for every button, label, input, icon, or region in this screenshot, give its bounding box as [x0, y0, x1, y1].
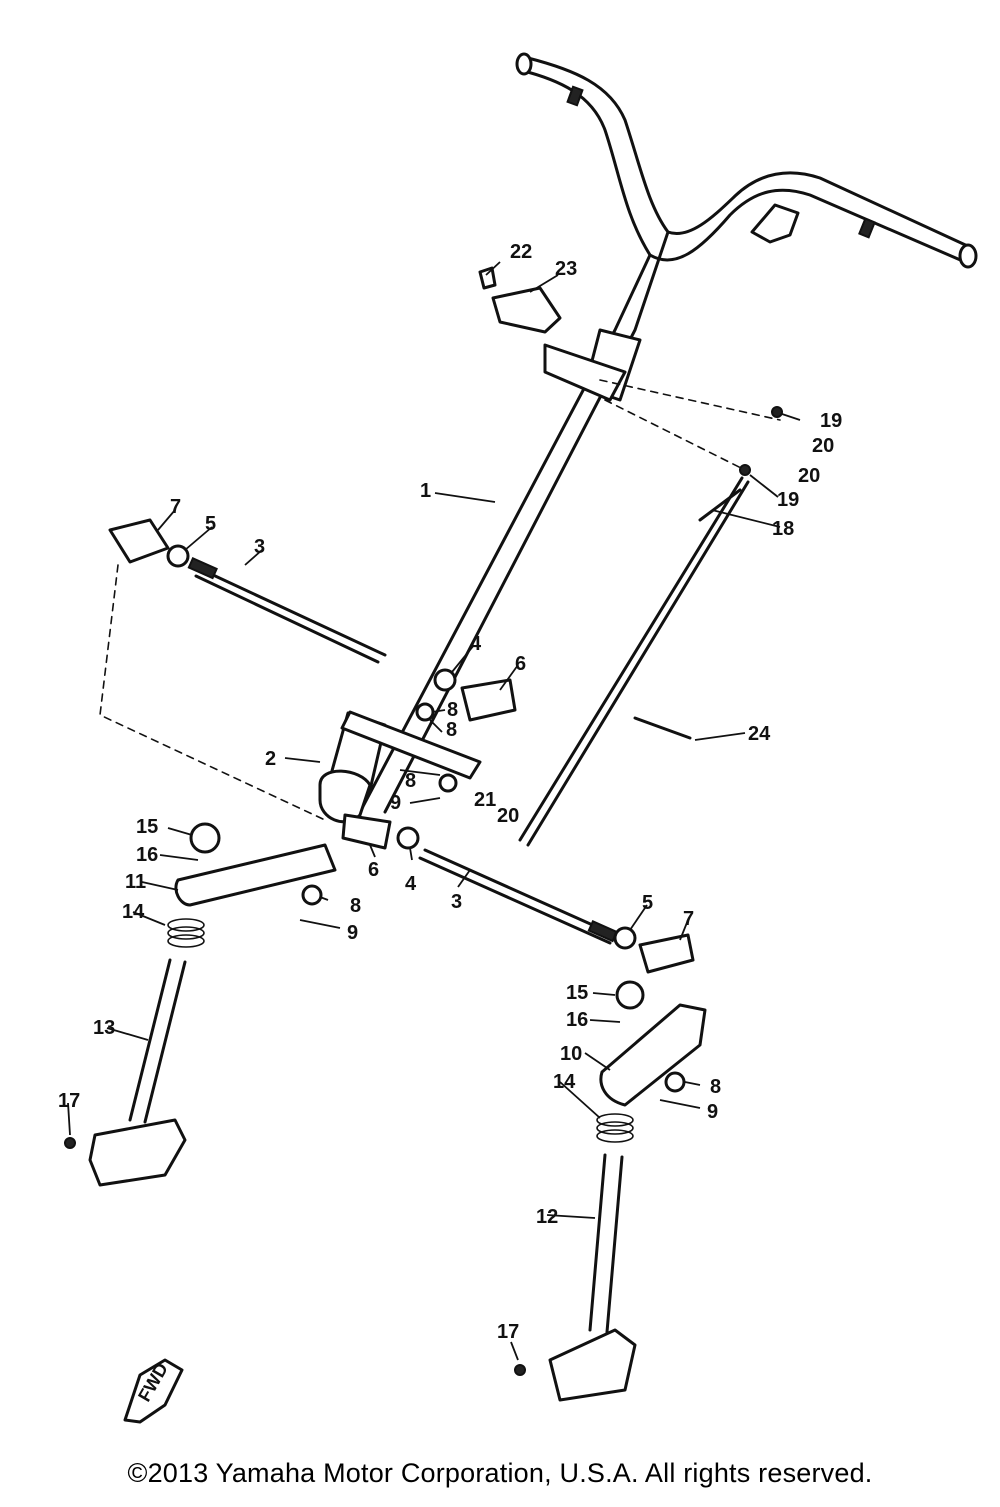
- callout-12: 12: [536, 1206, 558, 1228]
- ski-mount-right: [548, 1328, 637, 1402]
- part-14-spring-left: [167, 918, 205, 948]
- part-8-nut-a: [415, 702, 435, 722]
- column-bracket: [543, 343, 627, 402]
- callout-8c: 8: [405, 770, 416, 792]
- grip-end-right: [958, 243, 978, 269]
- callout-19a: 19: [820, 410, 842, 432]
- part-15-nut-left: [189, 822, 221, 854]
- callout-5b: 5: [642, 892, 653, 914]
- part-8-nut-d: [664, 1071, 686, 1093]
- leader-lines: [67, 261, 801, 1361]
- part-23-bracket: [491, 286, 562, 334]
- part-8-nut-c: [301, 884, 323, 906]
- throttle-housing: [750, 203, 800, 244]
- callout-1: 1: [420, 480, 431, 502]
- part-6-joint-upper: [460, 678, 517, 722]
- callout-9b: 9: [347, 922, 358, 944]
- callout-7a: 7: [170, 496, 181, 518]
- part-4-nut-lower: [396, 826, 420, 850]
- callout-18: 18: [772, 518, 794, 540]
- copyright-notice: ©2013 Yamaha Motor Corporation, U.S.A. A…: [127, 1458, 873, 1488]
- callout-20c: 20: [497, 805, 519, 827]
- callout-14a: 14: [122, 901, 145, 923]
- part-14-spring-right: [596, 1113, 634, 1143]
- callout-3b: 3: [451, 891, 462, 913]
- column-lower-plate: [340, 710, 482, 780]
- callout-16b: 16: [566, 1009, 588, 1031]
- callout-4b: 4: [405, 873, 417, 895]
- callout-20b: 20: [798, 465, 820, 487]
- part-12-spindle-right: [548, 1153, 637, 1402]
- callout-19b: 19: [777, 489, 799, 511]
- callout-2: 2: [265, 748, 276, 770]
- part-3-tie-rod-right: [418, 848, 618, 945]
- part-2-bushing: [318, 769, 372, 824]
- handlebar-band-left: [566, 85, 584, 107]
- callout-6b: 6: [368, 859, 379, 881]
- part-17-bolt-right: [514, 1364, 526, 1376]
- callout-10: 10: [560, 1043, 582, 1065]
- callout-6a: 6: [515, 653, 526, 675]
- callout-3a: 3: [254, 536, 265, 558]
- callout-4a: 4: [470, 633, 482, 655]
- part-6-joint-lower: [341, 813, 392, 850]
- callout-16a: 16: [136, 844, 158, 866]
- callout-15b: 15: [566, 982, 588, 1004]
- part-8-nut-b: [438, 773, 458, 793]
- callout-15a: 15: [136, 816, 158, 838]
- callout-7b: 7: [683, 908, 694, 930]
- callout-20a: 20: [812, 435, 834, 457]
- callout-9a: 9: [390, 792, 401, 814]
- callout-8a: 8: [447, 699, 458, 721]
- forward-direction-arrow: FWD: [123, 1358, 184, 1424]
- callout-13: 13: [93, 1017, 115, 1039]
- callout-8b: 8: [446, 719, 457, 741]
- part-17-bolt-left: [64, 1137, 76, 1149]
- part-7-ball-joint-left: [108, 518, 170, 564]
- callout-21: 21: [474, 789, 496, 811]
- part-3-tie-rod-left: [187, 557, 387, 664]
- part-11-knuckle-arm-left: [174, 843, 337, 907]
- callout-22: 22: [510, 241, 532, 263]
- grip-end-left: [515, 52, 533, 76]
- part-19-nut-upper: [771, 406, 783, 418]
- callout-24: 24: [748, 723, 771, 745]
- part-10-knuckle-arm-right: [599, 1003, 707, 1107]
- part-18-rod: [518, 406, 783, 847]
- part-15-nut-right: [615, 980, 645, 1010]
- callout-23: 23: [555, 258, 577, 280]
- ski-mount-left: [88, 1118, 187, 1187]
- callout-17b: 17: [497, 1321, 519, 1343]
- callout-8d: 8: [350, 895, 361, 917]
- callout-17a: 17: [58, 1090, 80, 1112]
- callout-8e: 8: [710, 1076, 721, 1098]
- callout-5a: 5: [205, 513, 216, 535]
- part-13-spindle-left: [88, 958, 187, 1187]
- part-19-nut-lower: [739, 464, 751, 476]
- part-5-nut-left: [166, 544, 190, 568]
- callout-labels: 1 2 3 3 4 4 5 5 6 6 7 7 8 8 8 8 8 9 9 9 …: [58, 241, 842, 1343]
- handlebar: [515, 52, 978, 269]
- part-24-pin: [633, 716, 692, 740]
- tie-rod-thread-left: [187, 557, 218, 580]
- part-22-bolt: [478, 266, 497, 290]
- handlebar-band-right: [858, 217, 876, 239]
- callout-14b: 14: [553, 1071, 576, 1093]
- callout-9c: 9: [707, 1101, 718, 1123]
- part-7-ball-joint-right: [638, 933, 695, 974]
- steering-parts-diagram: FWD: [58, 52, 978, 1424]
- part-4-nut-upper: [433, 668, 457, 692]
- part-5-nut-right: [613, 926, 637, 950]
- callout-11: 11: [125, 871, 146, 893]
